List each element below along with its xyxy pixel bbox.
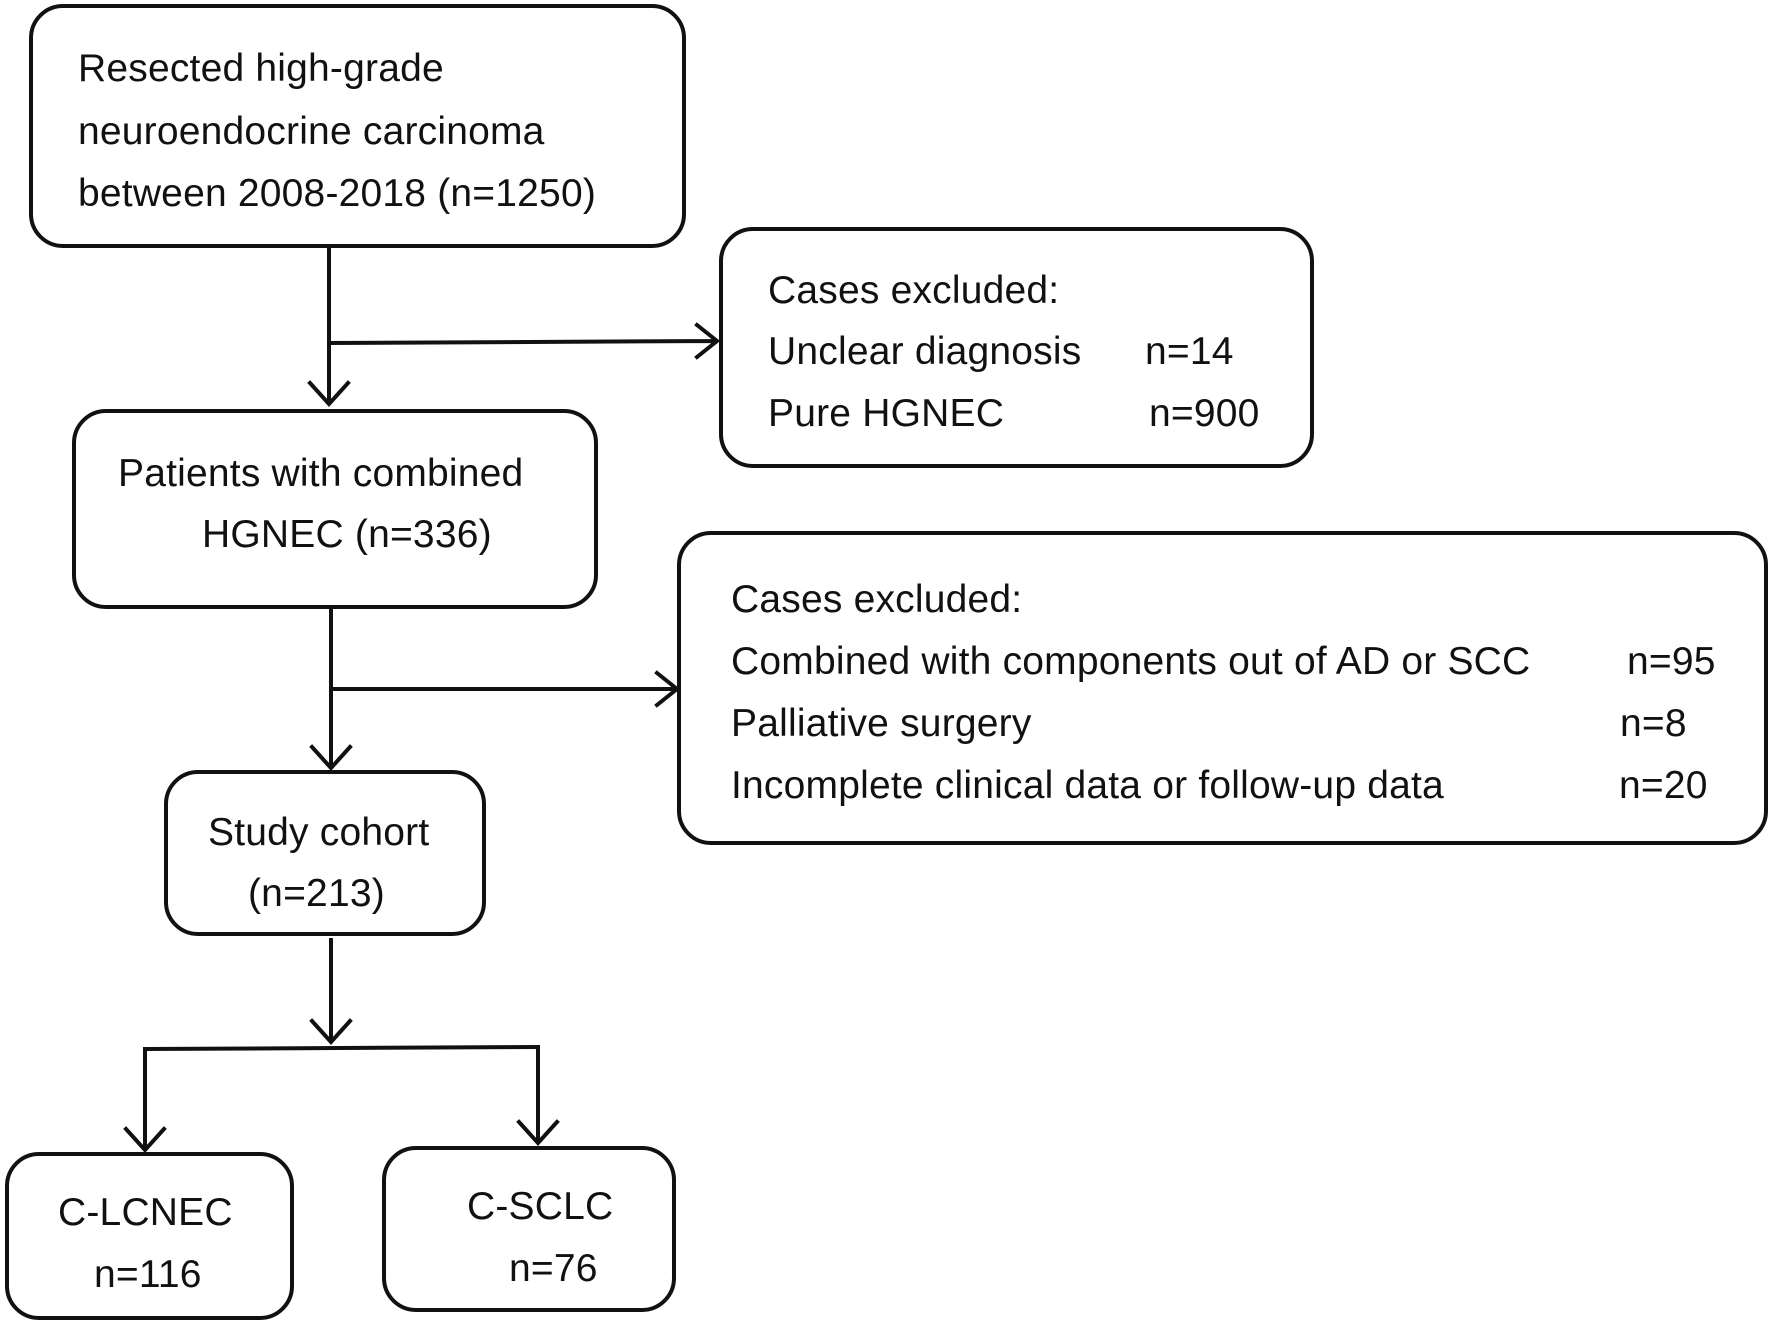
- exclusion-2-item-count: n=8: [1620, 702, 1687, 745]
- exclusion-2-item-count: n=95: [1627, 640, 1716, 683]
- combined-line-1: Patients with combined: [118, 452, 524, 495]
- source-line-1: Resected high-grade: [78, 47, 444, 90]
- combined-box: Patients with combined HGNEC (n=336): [72, 409, 598, 609]
- arrow-source-to-combined: [307, 246, 351, 407]
- lcnec-line-2: n=116: [94, 1253, 202, 1296]
- sclc-line-2: n=76: [509, 1247, 598, 1290]
- arrow-split-to-lcnec: [123, 1047, 167, 1153]
- exclusion-2-heading: Cases excluded:: [731, 578, 1023, 621]
- split-line: [142, 1044, 541, 1052]
- arrow-to-exclusion-1: [326, 322, 721, 360]
- cohort-line-1: Study cohort: [208, 811, 430, 854]
- exclusion-2-item-label: Palliative surgery: [731, 702, 1032, 745]
- lcnec-line-1: C-LCNEC: [58, 1191, 233, 1234]
- source-box: Resected high-grade neuroendocrine carci…: [29, 4, 686, 248]
- combined-line-2: HGNEC (n=336): [202, 513, 492, 556]
- arrow-to-exclusion-2: [329, 670, 681, 708]
- sclc-line-1: C-SCLC: [467, 1185, 614, 1228]
- exclusion-1-heading: Cases excluded:: [768, 269, 1060, 312]
- cohort-box: Study cohort (n=213): [164, 770, 486, 936]
- exclusion-2-item-label: Combined with components out of AD or SC…: [731, 640, 1531, 683]
- lcnec-box: C-LCNEC n=116: [5, 1152, 294, 1320]
- arrow-split-to-sclc: [516, 1045, 560, 1146]
- cohort-line-2: (n=213): [248, 872, 385, 915]
- arrow-cohort-to-split: [309, 938, 353, 1045]
- exclusion-1-item-label: Unclear diagnosis: [768, 330, 1082, 373]
- exclusion-2-item-label: Incomplete clinical data or follow-up da…: [731, 764, 1444, 807]
- sclc-box: C-SCLC n=76: [382, 1146, 676, 1312]
- exclusion-box-1: Cases excluded: Unclear diagnosis n=14 P…: [719, 227, 1314, 468]
- exclusion-2-item-count: n=20: [1619, 764, 1708, 807]
- exclusion-1-item-count: n=900: [1149, 392, 1260, 435]
- source-line-2: neuroendocrine carcinoma: [78, 110, 545, 153]
- source-line-3: between 2008-2018 (n=1250): [78, 172, 597, 215]
- exclusion-box-2: Cases excluded: Combined with components…: [677, 531, 1768, 845]
- exclusion-1-item-count: n=14: [1145, 330, 1234, 373]
- exclusion-1-item-label: Pure HGNEC: [768, 392, 1005, 435]
